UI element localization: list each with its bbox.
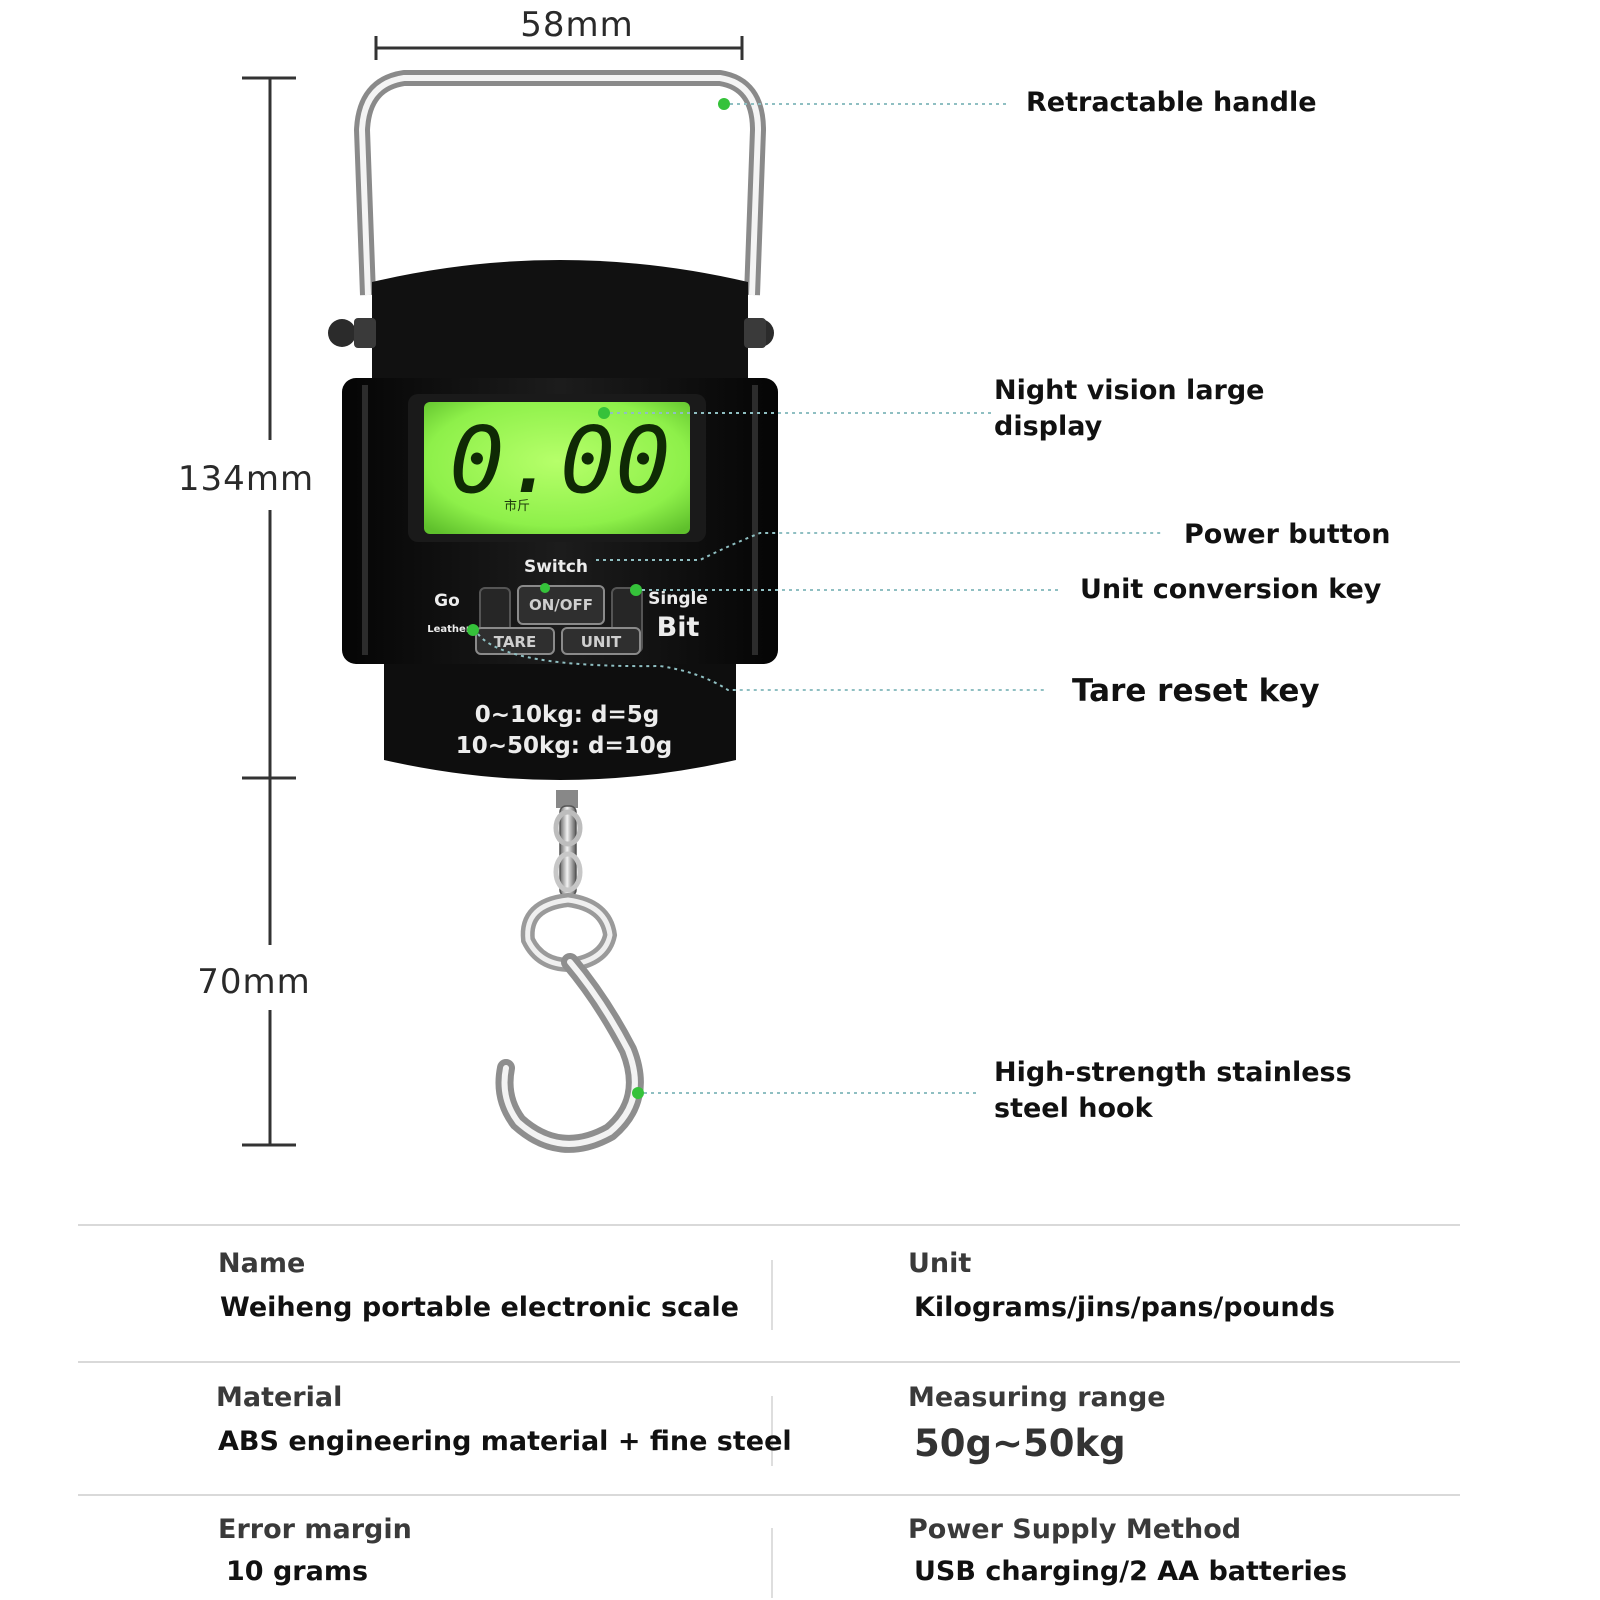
body-height-label: 134mm [178,459,314,499]
callout-handle: Retractable handle [718,87,1317,118]
steel-hook [495,790,644,1153]
height-dimension: 134mm 70mm [178,76,314,1147]
callout-power: Power button [596,519,1390,561]
onoff-button[interactable]: ON/OFF [517,585,605,625]
callout-handle-text: Retractable handle [1026,87,1317,118]
range-line-1: 0~10kg: d=5g [475,702,659,728]
callout-tare-key-text: Tare reset key [1072,673,1320,709]
tare-button-label: TARE [494,633,536,651]
retractable-handle [354,70,766,296]
callout-power-text: Power button [1184,519,1390,550]
control-panel: Switch Go Leather Single Bit ON/OFF TARE… [427,557,708,759]
switch-label: Switch [524,557,588,577]
callout-hook-text-1: High-strength stainless [994,1057,1352,1088]
single-label: Single [648,589,708,609]
callout-display-text-1: Night vision large [994,375,1265,406]
leather-label: Leather [427,624,471,635]
unit-button[interactable]: UNIT [561,627,641,655]
callout-display-text-2: display [994,411,1103,442]
lcd-reading: 0.00 [449,407,671,514]
range-line-2: 10~50kg: d=10g [456,733,672,759]
scale-top-cap [328,260,774,382]
callout-unit-key-text: Unit conversion key [1080,574,1382,605]
callout-unit-key: Unit conversion key [540,574,1382,605]
night-vision-display: 0.00 市斤 [408,394,706,542]
width-dimension: 58mm [374,5,744,60]
tare-button[interactable]: TARE [475,627,555,655]
width-label: 58mm [520,5,634,45]
unit-button-label: UNIT [581,633,622,651]
hook-length-label: 70mm [197,962,311,1002]
lcd-unit-mark: 市斤 [504,498,530,514]
callout-tare-key: Tare reset key [467,624,1320,709]
go-label: Go [434,591,460,611]
onoff-button-label: ON/OFF [529,596,593,614]
callout-hook: High-strength stainless steel hook [632,1057,1352,1124]
callout-display: Night vision large display [598,375,1265,442]
callout-hook-text-2: steel hook [994,1093,1154,1124]
bit-label: Bit [657,612,700,643]
